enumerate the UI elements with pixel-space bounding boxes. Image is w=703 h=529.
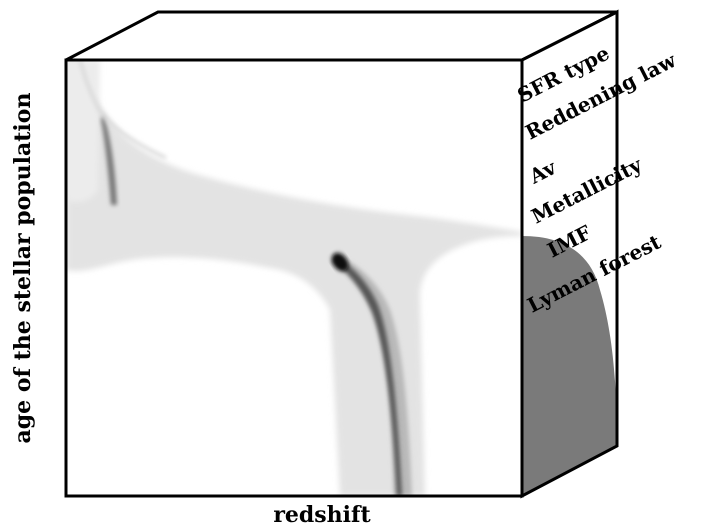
- cube-front-face: [66, 60, 522, 496]
- x-axis-label: redshift: [273, 502, 371, 528]
- y-axis-label: age of the stellar population: [10, 93, 36, 444]
- medium-probability-band: [66, 60, 100, 202]
